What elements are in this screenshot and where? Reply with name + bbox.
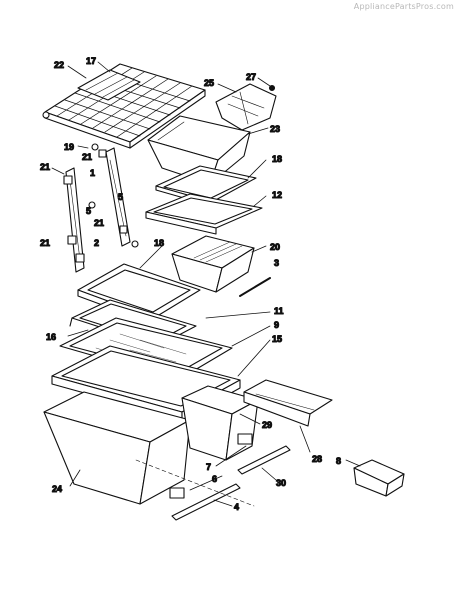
part-label-5-left: 5 [86, 206, 91, 216]
small-bin [215, 83, 277, 131]
part-label-27: 27 [246, 72, 256, 82]
part-label-28: 28 [312, 454, 322, 464]
part-label-16: 16 [46, 332, 56, 342]
crisper-drawer [171, 235, 271, 297]
part-label-18-lower: 18 [154, 238, 164, 248]
part-label-29: 29 [262, 420, 272, 430]
part-label-25: 25 [204, 78, 214, 88]
part-label-17: 17 [86, 56, 96, 66]
part-label-1: 1 [90, 168, 95, 178]
shelf-frame [145, 193, 263, 235]
part-label-15: 15 [272, 334, 282, 344]
part-label-24: 24 [52, 484, 62, 494]
part-label-8: 8 [336, 456, 341, 466]
part-number-labels: 22 17 25 27 23 19 21 21 1 5 5 21 21 2 18… [39, 55, 341, 512]
part-label-21-left: 21 [40, 162, 50, 172]
part-label-20: 20 [270, 242, 280, 252]
part-label-23: 23 [270, 124, 280, 134]
part-label-21-top-right: 21 [82, 152, 92, 162]
part-label-21-mid: 21 [94, 218, 104, 228]
glide-rails [135, 433, 291, 521]
leader-lines [51, 61, 361, 507]
part-label-22: 22 [54, 60, 64, 70]
part-label-12: 12 [272, 190, 282, 200]
part-label-9: 9 [274, 320, 279, 330]
part-label-30: 30 [276, 478, 286, 488]
part-label-18-upper: 18 [272, 154, 282, 164]
crisper-bins [43, 385, 259, 505]
part-label-21-bottom: 21 [40, 238, 50, 248]
part-label-6: 6 [212, 474, 217, 484]
part-label-2: 2 [94, 238, 99, 248]
part-label-19: 19 [64, 142, 74, 152]
part-label-5-right: 5 [118, 192, 123, 202]
part-label-11: 11 [274, 306, 284, 316]
door-bin [353, 459, 405, 497]
tray-assembly [243, 379, 333, 427]
part-label-4: 4 [234, 502, 239, 512]
part-label-3: 3 [274, 258, 279, 268]
wire-shelf [42, 63, 206, 151]
part-label-7: 7 [206, 462, 211, 472]
shelf-rails [63, 147, 139, 273]
watermark: AppliancePartsPros.com [353, 2, 454, 11]
